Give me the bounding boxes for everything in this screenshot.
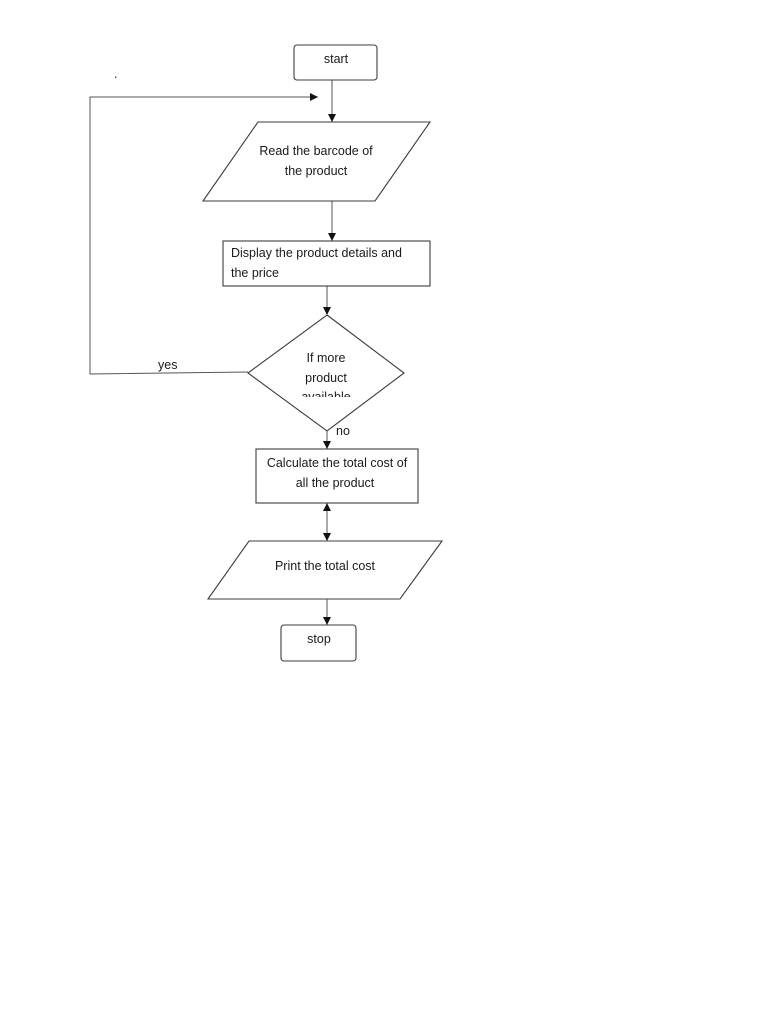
display-details-label-line-2: the price [231, 266, 279, 280]
arrowhead-calculate [323, 441, 331, 449]
stray-dot-mark: . [114, 67, 117, 81]
node-calculate-total: Calculate the total cost of all the prod… [255, 448, 419, 504]
connectors [89, 80, 336, 625]
node-start: start [293, 44, 378, 81]
stop-label: stop [307, 632, 331, 646]
decision-label-line-2: product [305, 371, 347, 385]
display-details-process [222, 240, 431, 287]
arrowhead-calculate-up [323, 503, 331, 511]
node-print-total: Print the total cost [206, 540, 444, 600]
arrowhead-print [323, 533, 331, 541]
read-barcode-parallelogram [201, 121, 432, 202]
stop-terminator [280, 624, 357, 662]
start-terminator [293, 44, 378, 81]
node-display-details: Display the product details and the pric… [222, 240, 431, 287]
decision-diamond [247, 314, 405, 432]
arrowhead-loop [310, 93, 318, 101]
print-total-label: Print the total cost [275, 559, 376, 573]
no-edge-label: no [336, 424, 350, 438]
node-stop: stop [280, 624, 357, 662]
decision-label-line-1: If more [307, 351, 346, 365]
read-barcode-label-line-1: Read the barcode of [259, 144, 373, 158]
arrowhead-stop [323, 617, 331, 625]
display-details-label-line-1: Display the product details and [231, 246, 402, 260]
read-barcode-label-line-2: the product [285, 164, 348, 178]
calculate-total-label-line-1: Calculate the total cost of [267, 456, 408, 470]
edge-yes-loop [89, 96, 318, 375]
calculate-total-process [255, 448, 419, 504]
arrowhead-display [328, 233, 336, 241]
node-read-barcode: Read the barcode of the product [201, 121, 432, 202]
yes-edge-label: yes [158, 358, 177, 372]
calculate-total-label-line-2: all the product [296, 476, 375, 490]
node-decision: If more product available [247, 314, 405, 432]
arrowhead-decision [323, 307, 331, 315]
start-label: start [324, 52, 349, 66]
arrowhead-read [328, 114, 336, 122]
print-total-parallelogram [206, 540, 444, 600]
decision-label-line-3: available [301, 390, 350, 404]
